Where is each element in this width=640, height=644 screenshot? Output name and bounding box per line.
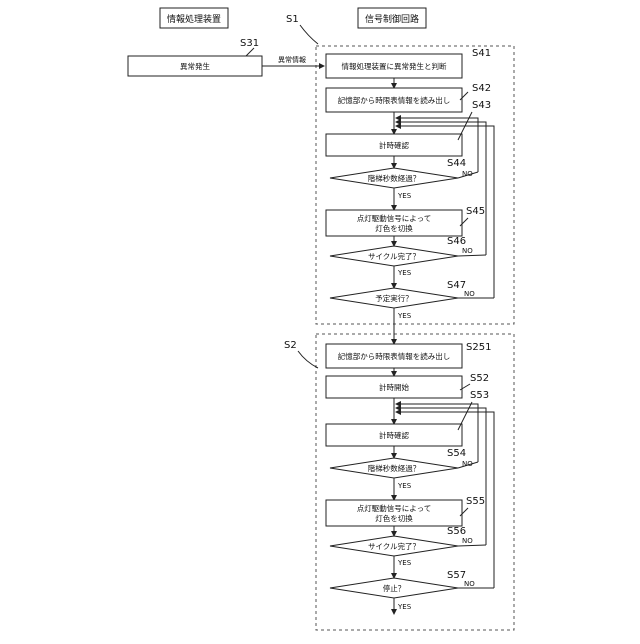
step-s41-text: 情報処理装置に異常発生と判断 xyxy=(342,61,447,71)
ref-s42: S42 xyxy=(472,83,491,94)
step-s55-text-1: 点灯駆動信号によって xyxy=(357,503,431,513)
step-s52-text: 計時開始 xyxy=(379,382,409,392)
ref-s56: S56 xyxy=(447,526,466,537)
s46-no-label: NO xyxy=(462,247,473,255)
decision-s56-text: サイクル完了？ xyxy=(368,541,420,551)
decision-s44-text: 階梯秒数経過？ xyxy=(368,173,421,183)
ref-s251: S251 xyxy=(466,342,491,353)
ref-s1: S1 xyxy=(286,14,299,25)
ref-s45: S45 xyxy=(466,206,485,217)
leader-s31 xyxy=(246,48,254,56)
leader-s1 xyxy=(300,25,318,44)
s57-no-label: NO xyxy=(464,580,475,588)
ref-s44: S44 xyxy=(447,158,466,169)
leader-s2 xyxy=(298,351,318,368)
decision-s47-text: 予定実行？ xyxy=(375,293,413,303)
s56-no-line xyxy=(458,545,486,546)
ref-s31: S31 xyxy=(240,38,259,49)
s57-yes-label: YES xyxy=(397,603,412,611)
ref-s2: S2 xyxy=(284,340,297,351)
leader-s53 xyxy=(458,402,472,430)
s56-no-label: NO xyxy=(462,537,473,545)
step-s42-text: 記憶部から時限表情報を読み出し xyxy=(338,95,451,105)
ref-s52: S52 xyxy=(470,373,489,384)
ref-s46: S46 xyxy=(447,236,466,247)
step-s43-text: 計時確認 xyxy=(379,140,409,150)
s44-no-label: NO xyxy=(462,170,473,178)
s47-no-label: NO xyxy=(464,290,475,298)
header-info-processor: 情報処理装置 xyxy=(167,13,221,25)
ref-s55: S55 xyxy=(466,496,485,507)
ref-s53: S53 xyxy=(470,390,489,401)
ref-s41: S41 xyxy=(472,48,491,59)
s44-yes-label: YES xyxy=(397,192,412,200)
s46-yes-label: YES xyxy=(397,269,412,277)
s47-yes-label: YES xyxy=(397,312,412,320)
header-signal-control: 信号制御回路 xyxy=(365,13,419,25)
step-s55-text-2: 灯色を切換 xyxy=(375,513,413,523)
s46-no-line xyxy=(458,255,486,256)
decision-s54-text: 階梯秒数経過？ xyxy=(368,463,421,473)
step-s251-text: 記憶部から時限表情報を読み出し xyxy=(338,351,451,361)
ref-s54: S54 xyxy=(447,448,466,459)
s56-yes-label: YES xyxy=(397,559,412,567)
step-s53-text: 計時確認 xyxy=(379,430,409,440)
s54-yes-label: YES xyxy=(397,482,412,490)
decision-s46-text: サイクル完了？ xyxy=(368,251,420,261)
s54-no-label: NO xyxy=(462,460,473,468)
step-s45-text-2: 灯色を切換 xyxy=(375,223,413,233)
ref-s43: S43 xyxy=(472,100,491,111)
arrow-anomaly-info-label: 異常情報 xyxy=(278,55,306,64)
step-s31-text: 異常発生 xyxy=(180,61,210,71)
step-s45-text-1: 点灯駆動信号によって xyxy=(357,213,431,223)
decision-s57-text: 停止？ xyxy=(383,583,406,593)
